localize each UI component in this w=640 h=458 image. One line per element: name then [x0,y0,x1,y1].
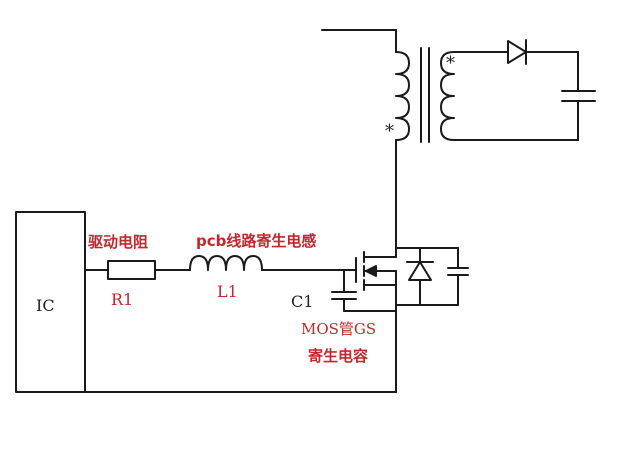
mosfet-icon [355,247,397,312]
pcb-inductance-label: pcb线路寄生电感 [196,232,317,250]
diode-output-icon [507,39,527,65]
ic-box [15,211,86,393]
dot-marker-secondary: * [446,53,455,74]
mos-gs-label-line1: MOS管GS [301,320,377,338]
drive-resistor-label: 驱动电阻 [88,233,149,251]
resistor-icon [107,260,156,280]
ic-label: IC [36,296,55,315]
diode-icon [406,261,434,281]
mos-gs-label-line2: 寄生电容 [308,347,369,365]
inductor-icon [189,255,263,271]
transformer-icon [395,51,410,141]
transformer-secondary [440,51,455,141]
dot-marker-primary: * [385,121,394,142]
c1-label: C1 [291,292,314,311]
r1-label: R1 [111,290,134,309]
l1-label: L1 [217,282,238,301]
